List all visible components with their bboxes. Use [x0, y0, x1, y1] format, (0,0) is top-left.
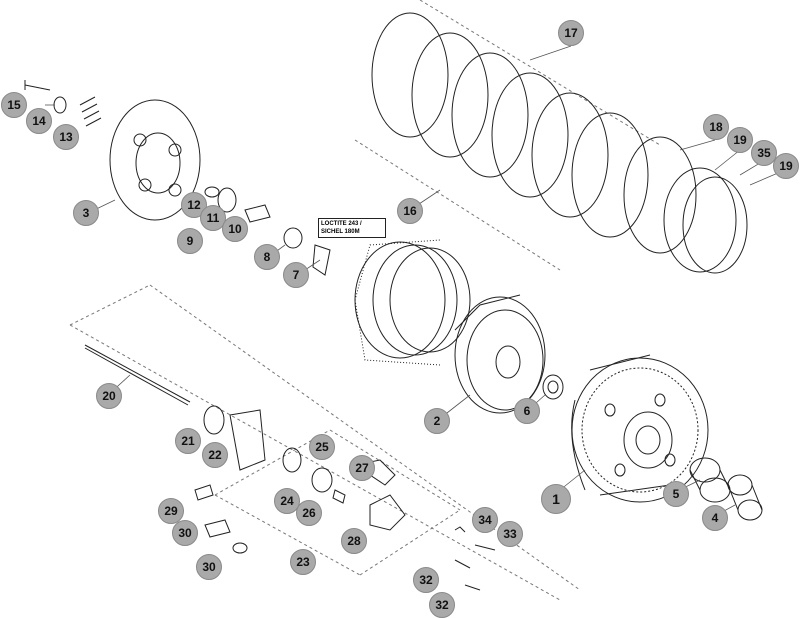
callout-34: 34	[472, 507, 498, 533]
thrust-washer	[542, 374, 564, 400]
clutch-basket	[571, 354, 709, 503]
callout-32-a: 32	[413, 567, 439, 593]
callout-10: 10	[222, 216, 248, 242]
callout-30-b: 30	[196, 554, 222, 580]
callout-32-b: 32	[429, 592, 455, 618]
callout-4: 4	[702, 505, 728, 531]
callout-3: 3	[73, 200, 99, 226]
fasteners	[194, 484, 496, 591]
callout-30-a: 30	[172, 520, 198, 546]
friction-plates	[371, 12, 748, 274]
callout-12: 12	[181, 192, 207, 218]
callout-5: 5	[663, 481, 689, 507]
callout-29: 29	[158, 498, 184, 524]
pressure-plate	[109, 99, 201, 221]
loctite-note: LOCTITE 243 / SICHEL 180M	[318, 218, 386, 238]
needle-bearing	[689, 457, 731, 503]
note-line-2: SICHEL 180M	[321, 229, 360, 235]
push-rod	[84, 344, 191, 406]
callout-17: 17	[558, 20, 584, 46]
callout-13: 13	[53, 124, 79, 150]
callout-21: 21	[175, 428, 201, 454]
note-line-1: LOCTITE 243 /	[321, 221, 362, 227]
callout-22: 22	[202, 442, 228, 468]
plate-pack	[354, 239, 471, 366]
callout-15: 15	[1, 92, 27, 118]
bushing	[727, 474, 763, 521]
callout-35: 35	[751, 140, 777, 166]
callout-19-b: 19	[773, 153, 799, 179]
callout-16: 16	[397, 198, 423, 224]
callout-2: 2	[424, 408, 450, 434]
gasket	[229, 409, 266, 471]
inner-hub	[454, 294, 546, 414]
callout-1: 1	[541, 484, 571, 514]
callout-19-a: 19	[727, 127, 753, 153]
callout-9: 9	[177, 228, 203, 254]
callout-27: 27	[349, 455, 375, 481]
callout-8: 8	[254, 244, 280, 270]
callout-25: 25	[309, 434, 335, 460]
callout-18: 18	[703, 114, 729, 140]
callout-24: 24	[274, 488, 300, 514]
callout-7: 7	[283, 262, 309, 288]
callout-33: 33	[497, 521, 523, 547]
callout-6: 6	[514, 398, 540, 424]
callout-11: 11	[200, 205, 226, 231]
callout-26: 26	[296, 500, 322, 526]
o-ring	[203, 405, 225, 435]
callout-28: 28	[341, 528, 367, 554]
callout-14: 14	[26, 108, 52, 134]
callout-23: 23	[290, 549, 316, 575]
callout-20: 20	[96, 383, 122, 409]
release-parts	[204, 186, 331, 276]
